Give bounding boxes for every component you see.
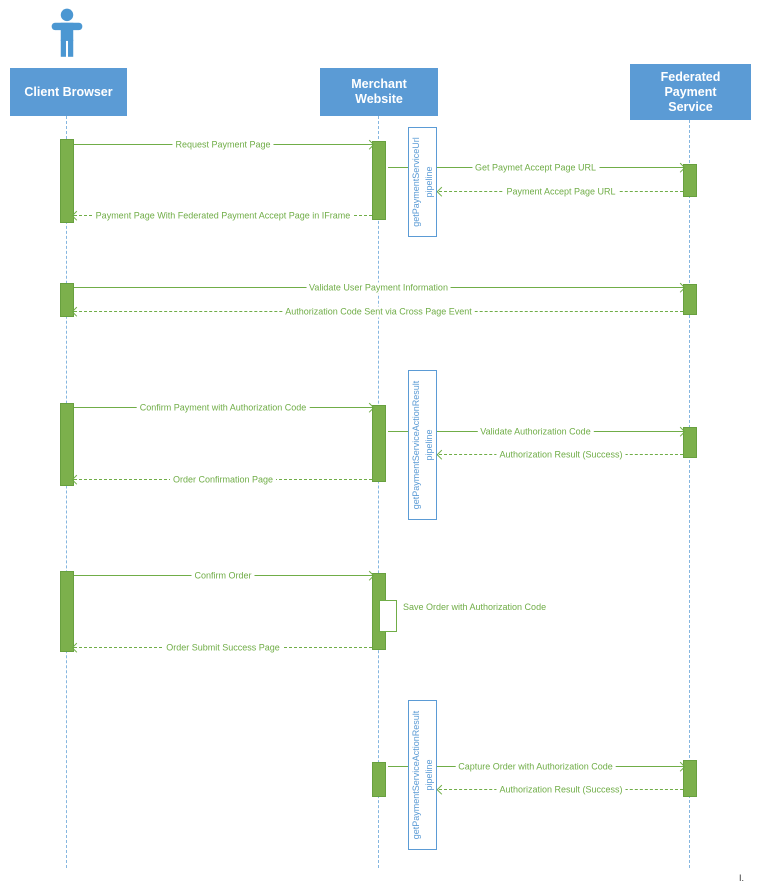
pipeline-getpaymentserviceactionresult-2: getPaymentServiceActionResult pipeline (408, 700, 437, 850)
activation-merchant-1 (372, 141, 386, 220)
stray-text: I. (739, 873, 745, 883)
activation-merchant-2 (372, 405, 386, 482)
message-label: Validate User Payment Information (306, 282, 451, 294)
message-label: Request Payment Page (172, 139, 274, 151)
message-label: Confirm Order (191, 570, 255, 582)
actor-federated-payment-service: Federated Payment Service (630, 64, 751, 120)
pipeline-label: getPaymentServiceActionResult pipeline (410, 381, 436, 510)
self-message-activation (379, 600, 397, 632)
pipeline-sub: pipeline (423, 429, 434, 461)
actor-label: Merchant Website (351, 77, 407, 106)
pipeline-sub: pipeline (423, 166, 434, 198)
message-save-order-with-authorization-code: Save Order with Authorization Code (403, 602, 547, 612)
message-label: Authorization Code Sent via Cross Page E… (282, 306, 475, 318)
activation-federated-3 (683, 427, 697, 458)
message-label: Authorization Result (Success) (496, 784, 626, 796)
arrowhead-icon (436, 784, 447, 795)
lifeline-merchant-website (378, 116, 379, 868)
person-icon (50, 8, 84, 63)
message-label: Validate Authorization Code (477, 426, 594, 438)
pipeline-label: getPaymentServiceUrl pipeline (410, 137, 436, 227)
lifeline-federated-payment-service (689, 120, 690, 868)
activation-client-2 (60, 283, 74, 317)
message-label: Capture Order with Authorization Code (455, 761, 616, 773)
message-label: Get Paymet Accept Page URL (471, 162, 600, 174)
pipeline-sub: pipeline (423, 759, 434, 791)
message-label: Authorization Result (Success) (496, 449, 626, 461)
activation-client-1 (60, 139, 74, 223)
message-label: Confirm Payment with Authorization Code (136, 402, 310, 414)
pipeline-name: getPaymentServiceActionResult (410, 380, 421, 510)
message-label: Order Submit Success Page (163, 642, 283, 654)
actor-merchant-website: Merchant Website (320, 68, 438, 116)
activation-federated-1 (683, 164, 697, 197)
lifeline-client-browser (66, 116, 67, 868)
activation-merchant-4 (372, 762, 386, 797)
actor-label: Client Browser (24, 84, 113, 99)
activation-client-3 (60, 403, 74, 486)
message-label: Payment Accept Page URL (503, 186, 619, 198)
actor-client-browser: Client Browser (10, 68, 127, 116)
message-label: Order Confirmation Page (169, 474, 277, 486)
arrowhead-icon (436, 449, 447, 460)
pipeline-name: getPaymentServiceActionResult (410, 710, 421, 840)
activation-client-4 (60, 571, 74, 652)
message-label: Payment Page With Federated Payment Acce… (92, 210, 354, 222)
activation-federated-4 (683, 760, 697, 797)
pipeline-getpaymentserviceactionresult-1: getPaymentServiceActionResult pipeline (408, 370, 437, 520)
pipeline-label: getPaymentServiceActionResult pipeline (410, 711, 436, 840)
activation-federated-2 (683, 284, 697, 315)
pipeline-getpaymentserviceurl: getPaymentServiceUrl pipeline (408, 127, 437, 237)
actor-label: Federated Payment Service (660, 69, 721, 114)
pipeline-name: getPaymentServiceUrl (410, 137, 421, 227)
arrowhead-icon (436, 186, 447, 197)
